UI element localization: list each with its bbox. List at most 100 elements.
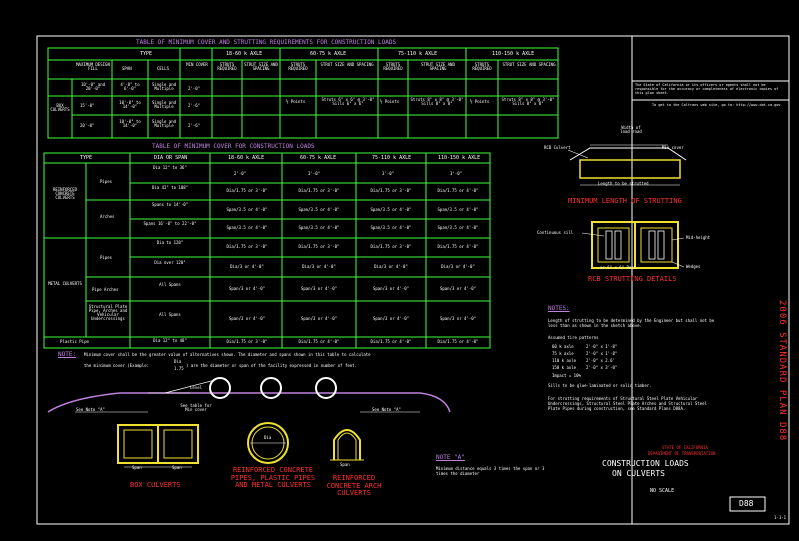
t2-v-7-1: Span/3 or 4'-0" xyxy=(228,286,266,291)
t2-v-8-1: Span/3 or 4'-0" xyxy=(228,316,266,321)
state-label: STATE OF CALIFORNIA xyxy=(662,445,708,450)
caltrans-link[interactable]: To get to the Caltrans web site, go to: … xyxy=(652,103,781,107)
table1-col-strut-size-4: STRUT SIZE AND SPACING xyxy=(502,62,556,67)
notes-impact: Impact = 10% xyxy=(552,373,581,378)
t2-span-4: Spans 16'-0" to 22'-0" xyxy=(143,221,197,226)
tire-load-2: 75 k axle xyxy=(552,351,574,356)
t2-v-8-4: Span/3 or 4'-0" xyxy=(439,316,477,321)
t2-v-4-4: Span/3.5 or 4'-0" xyxy=(437,225,479,230)
continuous-sill-label: Continuous sill xyxy=(537,230,574,235)
t1-r1-c110: ½ Points xyxy=(470,99,490,104)
vertical-plan-title: 2006 STANDARD PLAN D88 xyxy=(777,300,787,442)
strutting-details-title: RCB STRUTTING DETAILS xyxy=(588,275,677,283)
min-cover-label: Min cover xyxy=(662,145,684,150)
table2-grid xyxy=(43,152,491,349)
sheet-border xyxy=(36,35,790,525)
t2-span-2: Dia 42" to 108" xyxy=(151,185,189,190)
note-a-label: NOTE "A" xyxy=(436,454,465,461)
table1-axle-1: 18-60 k AXLE xyxy=(226,51,263,57)
table2-axle-4: 110-150 k AXLE xyxy=(438,155,481,161)
main-note-line1: Minimum cover shall be the greater value… xyxy=(84,352,371,357)
t2-type-pipes-rc: Pipes xyxy=(100,179,113,184)
mid-height-label: Mid-height xyxy=(686,235,711,240)
table1-col-strut-req-1: STRUTS REQUIRED xyxy=(217,62,237,71)
t2-v-2-1: Dia/1.75 or 3'-0" xyxy=(226,188,268,193)
table1-col-strut-size-1: STRUT SIZE AND SPACING xyxy=(244,62,278,71)
t1-r1-s75: Struts 8" x 8" @ 3'-0" Sills 8" x 8" xyxy=(410,97,464,106)
t1-r3-span: 10'-0" to 14'-0" xyxy=(119,119,141,128)
t1-r1-c60: ½ Points xyxy=(286,99,306,104)
sheet-title-2: ON CULVERTS xyxy=(612,469,665,478)
t2-v-2-4: Dia/1.75 or 4'-0" xyxy=(437,188,479,193)
table1-col-strut-req-2: STRUTS REQUIRED xyxy=(288,62,308,71)
t2-v-7-2: Span/3 or 4'-0" xyxy=(300,286,338,291)
t2-v-3-3: Span/3.5 or 4'-0" xyxy=(370,207,412,212)
dept-label: DEPARTMENT OF TRANSPORTATION xyxy=(648,451,716,456)
pipe-icon-1 xyxy=(209,377,231,399)
main-note-line2b: ) are the diameter or span of the facili… xyxy=(186,363,357,368)
box-culverts-label: BOX CULVERTS xyxy=(130,481,181,489)
main-note-label: NOTE: xyxy=(58,351,77,358)
notes-p3: For strutting requirements of Structural… xyxy=(548,396,707,412)
t2-v-8-2: Span/3 or 4'-0" xyxy=(300,316,338,321)
see-note-a-right: See Note "A" xyxy=(372,407,401,412)
scale-label: NO SCALE xyxy=(650,488,675,494)
table1-axle-2: 60-75 k AXLE xyxy=(310,51,347,57)
table1-col-strut-size-2: STRUT SIZE AND SPACING xyxy=(320,62,374,67)
t1-r2-cells: Single and Multiple xyxy=(151,100,177,109)
span-label-3: Span xyxy=(340,462,350,467)
main-note-frac-den: 1.75 xyxy=(174,366,184,371)
t2-v-6-3: Dia/3 or 4'-0" xyxy=(374,264,408,269)
t2-v-5-4: Dia/1.75 or 4'-0" xyxy=(437,244,479,249)
table1-title: TABLE OF MINIMUM COVER AND STRUTTING REQ… xyxy=(136,39,397,46)
notes-p2: Sills to be glue-laminated or solid timb… xyxy=(548,383,652,388)
tire-pattern-2: 2'-0" x 1'-8" xyxy=(586,351,618,356)
table2-col-dia: DIA OR SPAN xyxy=(154,155,188,161)
t2-type-plastic: Plastic Pipe xyxy=(60,339,89,344)
t2-span-7: All Spans xyxy=(159,282,181,287)
post-label: or 6" x 6" Post xyxy=(600,265,637,270)
see-table-label: See table for Min cover xyxy=(180,403,212,412)
t1-r2-span: 10'-0" to 14'-0" xyxy=(119,100,141,109)
t2-type-arches: Arches xyxy=(100,214,115,219)
t2-v-7-4: Span/3 or 4'-0" xyxy=(439,286,477,291)
t2-v-4-2: Span/3.5 or 4'-0" xyxy=(298,225,340,230)
corner-mark: 1-1-1 xyxy=(774,515,787,520)
pipe-section xyxy=(247,422,289,464)
t1-r3-fill: 20'-0" xyxy=(80,123,95,128)
table1-axle-4: 110-150 k AXLE xyxy=(492,51,535,57)
t2-v-8-3: Span/3 or 4'-0" xyxy=(372,316,410,321)
table1-col-strut-req-3: STRUTS REQUIRED xyxy=(383,62,403,71)
pipe-section-label: REINFORCED CONCRETE PIPES, PLASTIC PIPES… xyxy=(230,466,316,490)
notes-p1: Length of strutting to be determined by … xyxy=(548,318,715,329)
t2-v-4-3: Span/3.5 or 4'-0" xyxy=(370,225,412,230)
disclaimer: The State of California or its officers … xyxy=(635,83,779,95)
t2-v-5-1: Dia/1.75 or 3'-0" xyxy=(226,244,268,249)
t1-r1-cover: 2'-0" xyxy=(188,86,201,91)
t2-top-2: 3'-0" xyxy=(308,171,321,176)
t2-v-3-2: Span/3.5 or 4'-0" xyxy=(298,207,340,212)
notes-assumed: Assumed tire patterns xyxy=(548,335,599,340)
t2-v-5-3: Dia/1.75 or 3'-0" xyxy=(370,244,412,249)
table2-col-type: TYPE xyxy=(80,155,93,161)
strutting-length-sketch xyxy=(567,144,687,186)
table1-grid xyxy=(47,47,559,139)
tire-load-4: 150 k axle xyxy=(552,365,577,370)
length-strutted-label: Length to be strutted xyxy=(598,181,649,186)
t2-span-3: Spans to 14'-0" xyxy=(151,202,189,207)
table2-axle-1: 18-60 k AXLE xyxy=(228,155,265,161)
rcb-culvert-label: RCB Culvert xyxy=(544,145,571,150)
t2-v-9-4: Dia/1.75 or 4'-0" xyxy=(437,339,479,344)
sheet-title-1: CONSTRUCTION LOADS xyxy=(602,459,689,468)
width-of-load-label: Width of load road xyxy=(620,125,642,134)
t2-span-5: Dia to 120" xyxy=(156,240,184,245)
t1-r1-fill: 10'-0" and 20'-0" xyxy=(80,82,106,91)
tire-pattern-1: 2'-0" x 1'-8" xyxy=(586,344,618,349)
sheet-number: D88 xyxy=(739,499,754,508)
t2-group-metal: METAL CULVERTS xyxy=(48,281,82,286)
table1-row-group: BOX CULVERTS xyxy=(50,103,70,112)
t2-span-8: All Spans xyxy=(159,312,181,317)
t2-v-6-4: Dia/3 or 4'-0" xyxy=(441,264,475,269)
